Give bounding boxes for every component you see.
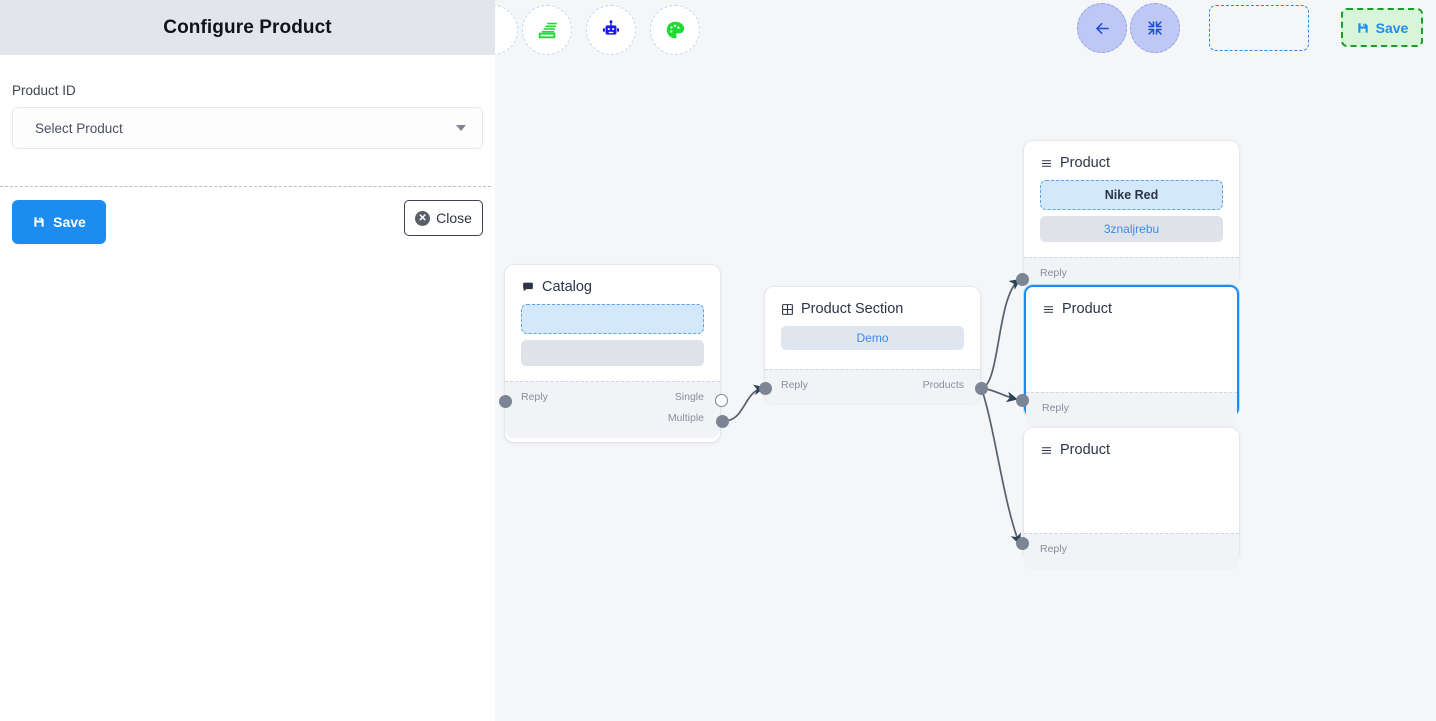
chat-bubble-icon bbox=[523, 282, 533, 291]
save-icon bbox=[1357, 22, 1368, 33]
node-product-2-title: Product bbox=[1062, 301, 1112, 317]
node-product-2[interactable]: Product Reply bbox=[1024, 285, 1239, 427]
node-product-1-header: Product bbox=[1024, 141, 1239, 171]
back-arrow-icon bbox=[1095, 22, 1109, 34]
product-1-port-reply-label: Reply bbox=[1040, 267, 1067, 279]
close-button-label: Close bbox=[436, 210, 472, 226]
product-1-port-reply[interactable] bbox=[1016, 273, 1029, 286]
page-title: Configure Product bbox=[163, 16, 332, 38]
stack-icon bbox=[538, 22, 557, 39]
catalog-port-multiple-label: Multiple bbox=[667, 412, 704, 424]
product-1-row-variant[interactable]: 3znaljrebu bbox=[1040, 216, 1223, 242]
back-arrow-button[interactable] bbox=[1077, 3, 1127, 53]
node-product-3[interactable]: Product Reply bbox=[1024, 428, 1239, 570]
node-product-3-body bbox=[1024, 458, 1239, 533]
burger-icon bbox=[1041, 159, 1052, 167]
burger-icon bbox=[1041, 446, 1052, 454]
node-product-1[interactable]: Product Nike Red 3znaljrebu Reply bbox=[1024, 141, 1239, 286]
catalog-port-single-label: Single bbox=[674, 391, 704, 403]
section-port-reply-label: Reply bbox=[781, 379, 808, 391]
save-button[interactable]: Save bbox=[12, 200, 106, 244]
toolbar-empty-slot[interactable] bbox=[1209, 5, 1309, 51]
canvas-save-button[interactable]: Save bbox=[1341, 8, 1423, 47]
product-3-empty-slot[interactable] bbox=[1040, 467, 1223, 497]
panel-body: Product ID Select Product bbox=[0, 55, 495, 149]
catalog-port-multiple[interactable] bbox=[716, 415, 729, 428]
panel-actions: Save ✕ Close bbox=[0, 200, 495, 246]
burger-icon bbox=[1043, 305, 1054, 313]
product-select-value: Select Product bbox=[35, 120, 123, 136]
node-product-section[interactable]: Product Section Demo Reply Products bbox=[765, 287, 980, 403]
product-2-port-reply[interactable] bbox=[1016, 394, 1029, 407]
node-product-1-title: Product bbox=[1060, 155, 1110, 171]
catalog-port-reply-label: Reply bbox=[521, 391, 548, 403]
node-catalog-footer: Reply Single Multiple bbox=[505, 381, 720, 438]
palette-icon bbox=[666, 21, 685, 39]
close-icon: ✕ bbox=[415, 210, 431, 226]
node-product-3-footer: Reply bbox=[1024, 533, 1239, 570]
panel-divider bbox=[0, 186, 491, 187]
grid-icon bbox=[782, 303, 793, 315]
edge-section-to-product-3 bbox=[981, 389, 1021, 545]
node-catalog-title: Catalog bbox=[542, 279, 592, 295]
node-product-1-body: Nike Red 3znaljrebu bbox=[1024, 171, 1239, 256]
collapse-icon bbox=[1148, 21, 1162, 35]
product-3-spacer bbox=[1040, 497, 1223, 519]
close-button[interactable]: ✕ Close bbox=[404, 200, 483, 236]
collapse-button[interactable] bbox=[1130, 3, 1180, 53]
node-catalog[interactable]: Catalog Reply Single Multiple bbox=[505, 265, 720, 442]
save-icon bbox=[34, 217, 44, 227]
node-product-2-header: Product bbox=[1026, 287, 1237, 317]
node-product-3-header: Product bbox=[1024, 428, 1239, 458]
product-2-port-reply-label: Reply bbox=[1042, 402, 1069, 414]
node-product-section-header: Product Section bbox=[765, 287, 980, 317]
node-product-2-footer: Reply bbox=[1026, 392, 1237, 427]
product-1-row-nike-red[interactable]: Nike Red bbox=[1040, 180, 1223, 210]
chevron-down-icon bbox=[456, 125, 466, 131]
edge-section-to-product-1 bbox=[981, 278, 1021, 389]
product-2-empty-slot[interactable] bbox=[1042, 326, 1221, 356]
section-row-demo[interactable]: Demo bbox=[781, 326, 964, 350]
section-port-products-label: Products bbox=[922, 379, 964, 391]
product-id-label: Product ID bbox=[12, 83, 76, 98]
stack-icon-button[interactable] bbox=[522, 5, 572, 55]
node-product-2-body bbox=[1026, 317, 1237, 392]
product-3-port-reply[interactable] bbox=[1016, 537, 1029, 550]
product-3-port-reply-label: Reply bbox=[1040, 543, 1067, 555]
edge-catalog-to-section bbox=[722, 384, 765, 422]
node-product-section-footer: Reply Products bbox=[765, 369, 980, 403]
node-catalog-body bbox=[505, 295, 720, 380]
section-port-products[interactable] bbox=[975, 382, 988, 395]
node-catalog-header: Catalog bbox=[505, 265, 720, 295]
save-button-label: Save bbox=[53, 214, 86, 230]
node-product-section-title: Product Section bbox=[801, 301, 904, 317]
robot-icon-button[interactable] bbox=[586, 5, 636, 55]
catalog-port-single[interactable] bbox=[715, 394, 728, 407]
node-product-section-body: Demo bbox=[765, 317, 980, 364]
catalog-row-placeholder[interactable] bbox=[521, 340, 704, 366]
configure-product-panel: Configure Product Product ID Select Prod… bbox=[0, 0, 495, 721]
product-2-spacer bbox=[1042, 356, 1221, 378]
robot-icon bbox=[602, 20, 620, 35]
node-product-3-title: Product bbox=[1060, 442, 1110, 458]
panel-header: Configure Product bbox=[0, 0, 495, 55]
flow-canvas[interactable]: Save Catalog Reply Single Multiple bbox=[495, 0, 1436, 721]
product-select[interactable]: Select Product bbox=[12, 107, 483, 149]
palette-icon-button[interactable] bbox=[650, 5, 700, 55]
catalog-port-reply[interactable] bbox=[499, 395, 512, 408]
node-product-1-footer: Reply bbox=[1024, 257, 1239, 286]
section-port-reply[interactable] bbox=[759, 382, 772, 395]
catalog-row-dropzone[interactable] bbox=[521, 304, 704, 334]
canvas-save-label: Save bbox=[1375, 19, 1409, 36]
